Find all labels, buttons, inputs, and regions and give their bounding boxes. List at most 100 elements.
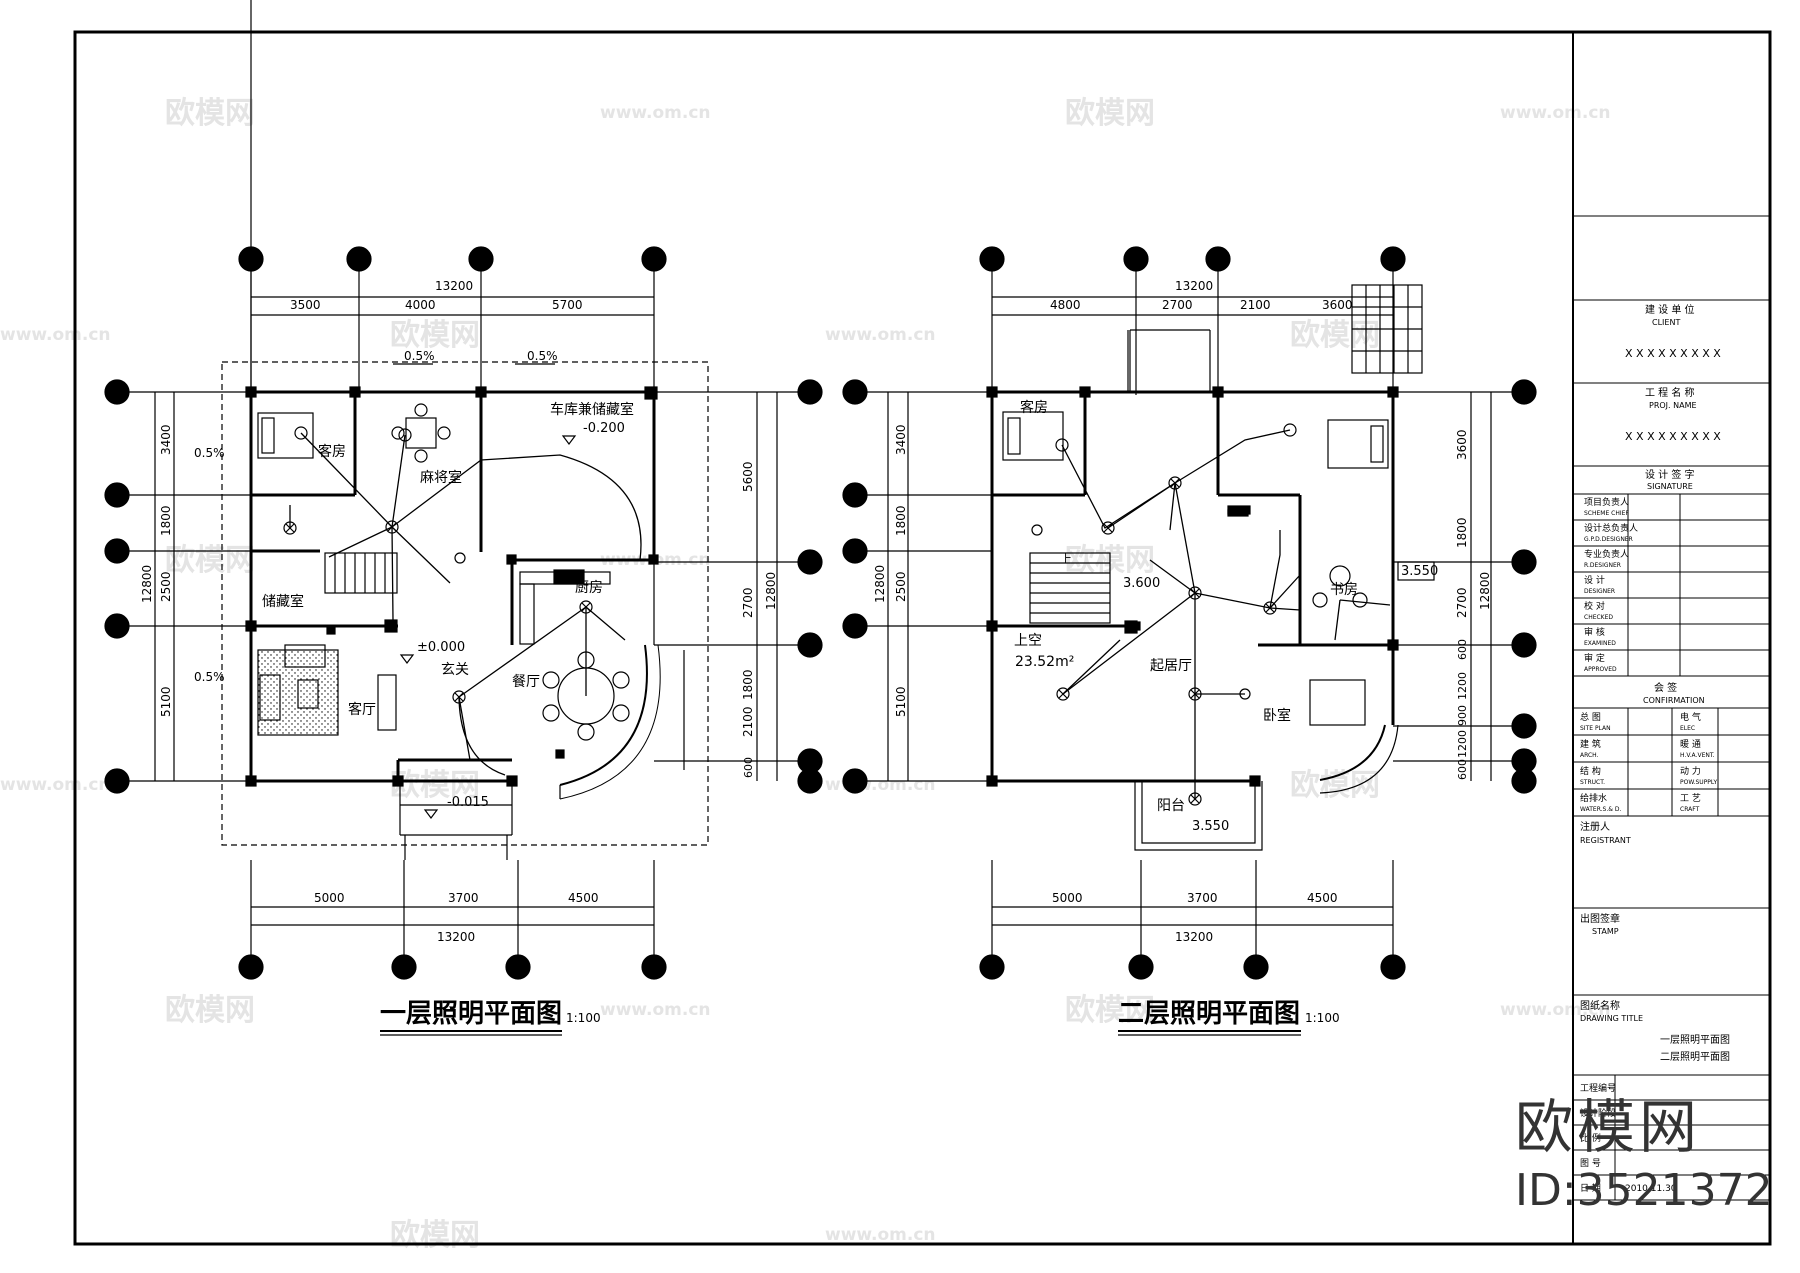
floor-2-plan: 1 2 4 6 13200 4800 2700 2100 3600 J H G …: [842, 246, 1537, 1036]
stamp-en: STAMP: [1592, 927, 1619, 936]
axis-label: 4: [475, 249, 486, 270]
watermark-logo: 欧模网: [390, 768, 480, 803]
dim: 3500: [290, 298, 321, 312]
drawing-title-cn: 图纸名称: [1580, 999, 1620, 1012]
drawing-title-line2: 二层照明平面图: [1660, 1051, 1730, 1063]
axis-label: 5: [1250, 957, 1261, 978]
confirm-cn: 工 艺: [1680, 793, 1701, 804]
watermark-logo: 欧模网: [165, 96, 255, 131]
axis-label: A: [848, 772, 860, 792]
dim: 5000: [1052, 891, 1083, 905]
axis-bubbles-left: J H G E A: [842, 379, 992, 794]
watermark-logo: 欧模网: [390, 318, 480, 353]
room-label-guest: 客房: [318, 443, 346, 460]
watermark-logo: 欧模网: [165, 993, 255, 1028]
level-stair: 3.600: [1123, 576, 1160, 591]
dim-total: 13200: [437, 930, 475, 944]
room-label-garage: 车库兼储藏室: [550, 401, 634, 418]
watermark-layer: 欧模网 www.om.cn 欧模网 www.om.cn 欧模网 www.om.c…: [0, 96, 1611, 1253]
dim: 2100: [741, 706, 755, 737]
axis-label: 1: [245, 957, 256, 978]
axis-bubbles-left: J H G E A: [104, 379, 251, 794]
dim: 2500: [894, 571, 908, 602]
axis-label: 6: [1387, 249, 1398, 270]
confirm-cn: 给排水: [1580, 792, 1607, 804]
confirm-cn: 暖 通: [1680, 738, 1701, 750]
stair-up: 上: [1060, 552, 1072, 566]
dim: 2700: [1162, 298, 1193, 312]
confirm-en: POW.SUPPLY: [1680, 779, 1717, 786]
floor-1-scale: 1:100: [566, 1011, 601, 1025]
axis-label: J: [1516, 383, 1522, 403]
room-label-lounge: 起居厅: [1150, 658, 1192, 674]
lighting-circuit: [1061, 429, 1391, 799]
confirm-cn: 动 力: [1680, 765, 1701, 777]
axis-bubbles-bottom: 1 3 5 6: [979, 954, 1406, 980]
sign-row-cn: 设 计: [1584, 574, 1605, 586]
room-label-living: 客厅: [348, 701, 376, 718]
confirm-en: H.V.A.VENT.: [1680, 752, 1715, 759]
watermark-logo: 欧模网: [165, 543, 255, 578]
watermark-url: www.om.cn: [1500, 103, 1611, 123]
axis-label: 3: [1135, 957, 1146, 978]
axis-label: 1: [986, 957, 997, 978]
room-labels: 客房 麻将室 车库兼储藏室 储藏室 厨房 玄关 餐厅 客厅: [262, 401, 634, 718]
signature-cn: 设 计 签 字: [1645, 468, 1695, 481]
dim: 3600: [1455, 429, 1469, 460]
room-label-storage: 储藏室: [262, 593, 304, 610]
bottom-row-label: 图 号: [1580, 1158, 1601, 1169]
axis-label: 1: [986, 249, 997, 270]
project-cn: 工 程 名 称: [1645, 386, 1695, 399]
floor-2-scale: 1:100: [1305, 1011, 1340, 1025]
axis-label: 5: [512, 957, 523, 978]
axis-label: 6: [648, 957, 659, 978]
dim-total: 12800: [873, 565, 887, 603]
sign-row-en: APPROVED: [1584, 666, 1617, 673]
dim: 3600: [1322, 298, 1353, 312]
axis-label: J: [109, 383, 115, 403]
dim: 2700: [741, 587, 755, 618]
watermark-url: www.om.cn: [600, 1000, 711, 1020]
level-porch: -0.015: [447, 795, 489, 810]
room-label-mahjong: 麻将室: [420, 469, 462, 486]
dim: 1800: [741, 669, 755, 700]
floor-1-title: 一层照明平面图: [380, 999, 562, 1029]
axis-bubbles-right: J F D C B A: [1393, 379, 1537, 794]
axis-label: E: [110, 617, 121, 637]
floor-2-title: 二层照明平面图: [1118, 999, 1300, 1029]
axis-label: J: [802, 383, 808, 403]
sign-row-cn: 审 定: [1584, 652, 1605, 664]
watermark-url: www.om.cn: [825, 1225, 936, 1245]
title-block: 建 设 单 位 CLIENT X X X X X X X X X 工 程 名 称…: [1572, 32, 1770, 1244]
sign-row-en: CHECKED: [1584, 614, 1613, 621]
axis-label: B: [1517, 752, 1529, 772]
dim: 5700: [552, 298, 583, 312]
confirm-en: CONFIRMATION: [1643, 696, 1705, 705]
dim: 600: [742, 757, 755, 778]
room-label-kitchen: 厨房: [575, 580, 603, 596]
confirm-en: ELEC: [1680, 725, 1695, 732]
sign-row-cn: 校 对: [1584, 600, 1605, 612]
room-label-dining: 餐厅: [512, 674, 540, 690]
dim: 2700: [1455, 587, 1469, 618]
slope: 0.5%: [527, 349, 558, 363]
dim-total: 13200: [435, 279, 473, 293]
room-labels: 客房 上空 23.52m² 书房 起居厅 卧室 阳台 上: [1014, 399, 1358, 814]
confirm-en: STRUCT.: [1580, 779, 1605, 786]
dim-total: 13200: [1175, 279, 1213, 293]
confirm-cn: 电 气: [1680, 711, 1701, 723]
dim: 5100: [159, 686, 173, 717]
dim: 600: [1456, 759, 1469, 780]
axis-label: D: [1517, 636, 1530, 656]
room-label-study: 书房: [1330, 582, 1358, 598]
dim: 1800: [159, 505, 173, 536]
axis-label: J: [847, 383, 853, 403]
signature-en: SIGNATURE: [1647, 482, 1693, 491]
brand-id: ID:3521372: [1515, 1165, 1773, 1216]
dim: 5600: [741, 461, 755, 492]
axis-label: 6: [648, 249, 659, 270]
dim-total: 12800: [1478, 572, 1492, 610]
dim: 1200: [1456, 672, 1469, 700]
date-value: 2010.11.30: [1625, 1184, 1677, 1194]
room-label-balcony: 阳台: [1157, 798, 1185, 814]
